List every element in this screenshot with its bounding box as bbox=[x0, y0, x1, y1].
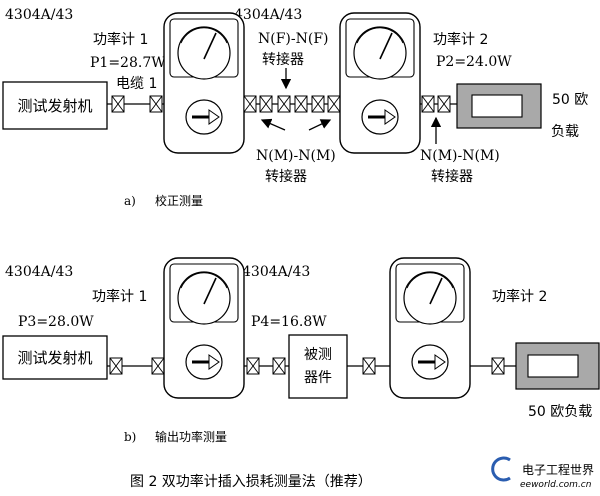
b-caption: 输出功率测量 bbox=[155, 429, 227, 444]
a-meter2-label: 功率计 2 bbox=[433, 31, 488, 48]
watermark-name: 电子工程世界 bbox=[522, 462, 594, 477]
b-meter1-label: 功率计 1 bbox=[92, 288, 147, 305]
b-power-meter-2 bbox=[388, 256, 472, 400]
watermark-logo: 电子工程世界 eeworld.com.cn bbox=[491, 456, 594, 490]
a-load-label-1: 50 欧 bbox=[552, 92, 588, 108]
a-adapter-ff-label: 转接器 bbox=[262, 51, 304, 68]
b-meter2-label: 功率计 2 bbox=[492, 288, 547, 305]
a-connector bbox=[421, 95, 435, 113]
a-connector bbox=[311, 95, 325, 113]
a-connector bbox=[327, 95, 341, 113]
b-load-label: 50 欧负载 bbox=[528, 404, 592, 420]
a-p1: P1=28.7W bbox=[90, 55, 166, 71]
b-dut-box bbox=[288, 334, 348, 399]
a-load-window bbox=[471, 94, 523, 118]
a-transmitter-label: 测试发射机 bbox=[17, 97, 92, 115]
a-arrow-mm-right bbox=[308, 119, 332, 131]
b-connector bbox=[272, 357, 286, 375]
b-connector bbox=[246, 357, 260, 375]
figure-caption: 图 2 双功率计插入损耗测量法（推荐） bbox=[130, 473, 372, 490]
a-cable-label: 电缆 1 bbox=[116, 76, 157, 92]
b-connector bbox=[109, 357, 123, 375]
b-load-window bbox=[527, 354, 579, 378]
watermark-logo-mark bbox=[491, 456, 511, 482]
a-connector bbox=[149, 95, 163, 113]
a-connector bbox=[294, 95, 308, 113]
a-power-meter-1 bbox=[162, 11, 246, 155]
a-mid-model: 4304A/43 bbox=[234, 7, 302, 23]
diagram-b: 4304A/43 4304A/43 功率计 1 P3=28.0W P4=16.8… bbox=[2, 256, 600, 444]
b-connector bbox=[491, 357, 505, 375]
b-mid-model: 4304A/43 bbox=[242, 264, 310, 280]
b-connector bbox=[151, 357, 165, 375]
a-connector bbox=[111, 95, 125, 113]
a-caption-letter: a) bbox=[124, 194, 136, 208]
a-connector bbox=[243, 95, 257, 113]
a-load-label-2: 负载 bbox=[551, 124, 579, 140]
b-transmitter-box bbox=[2, 335, 108, 380]
b-dut-label-1: 被测 bbox=[304, 347, 332, 363]
b-dut-label-2: 器件 bbox=[304, 370, 332, 386]
diagram-a: 4304A/43 4304A/43 功率计 1 P1=28.7W 电缆 1 测试… bbox=[2, 7, 588, 208]
a-caption: 校正测量 bbox=[155, 193, 203, 208]
a-connector bbox=[437, 95, 451, 113]
b-connector bbox=[362, 357, 376, 375]
a-arrow-mm-left bbox=[260, 118, 286, 131]
b-p4: P4=16.8W bbox=[251, 314, 327, 330]
b-left-model: 4304A/43 bbox=[5, 264, 73, 280]
a-p2: P2=24.0W bbox=[436, 54, 512, 70]
a-connector bbox=[259, 95, 273, 113]
a-adapter-ff: N(F)-N(F) bbox=[258, 31, 329, 47]
b-power-meter-1 bbox=[162, 256, 246, 400]
a-adapter-mm-1: N(M)-N(M) bbox=[256, 148, 336, 164]
a-adapter-mm-2: N(M)-N(M) bbox=[420, 148, 500, 164]
b-caption-letter: b) bbox=[124, 430, 136, 444]
a-adapter-mm-2-label: 转接器 bbox=[431, 168, 473, 185]
a-left-model: 4304A/43 bbox=[5, 7, 73, 23]
a-connector bbox=[277, 95, 291, 113]
a-meter1-label: 功率计 1 bbox=[93, 31, 148, 48]
watermark-url: eeworld.com.cn bbox=[520, 480, 592, 490]
a-transmitter-box bbox=[2, 81, 108, 130]
b-p3: P3=28.0W bbox=[18, 314, 94, 330]
a-power-meter-2 bbox=[338, 11, 422, 155]
a-adapter-mm-1-label: 转接器 bbox=[265, 168, 307, 185]
b-transmitter-label: 测试发射机 bbox=[17, 349, 92, 367]
